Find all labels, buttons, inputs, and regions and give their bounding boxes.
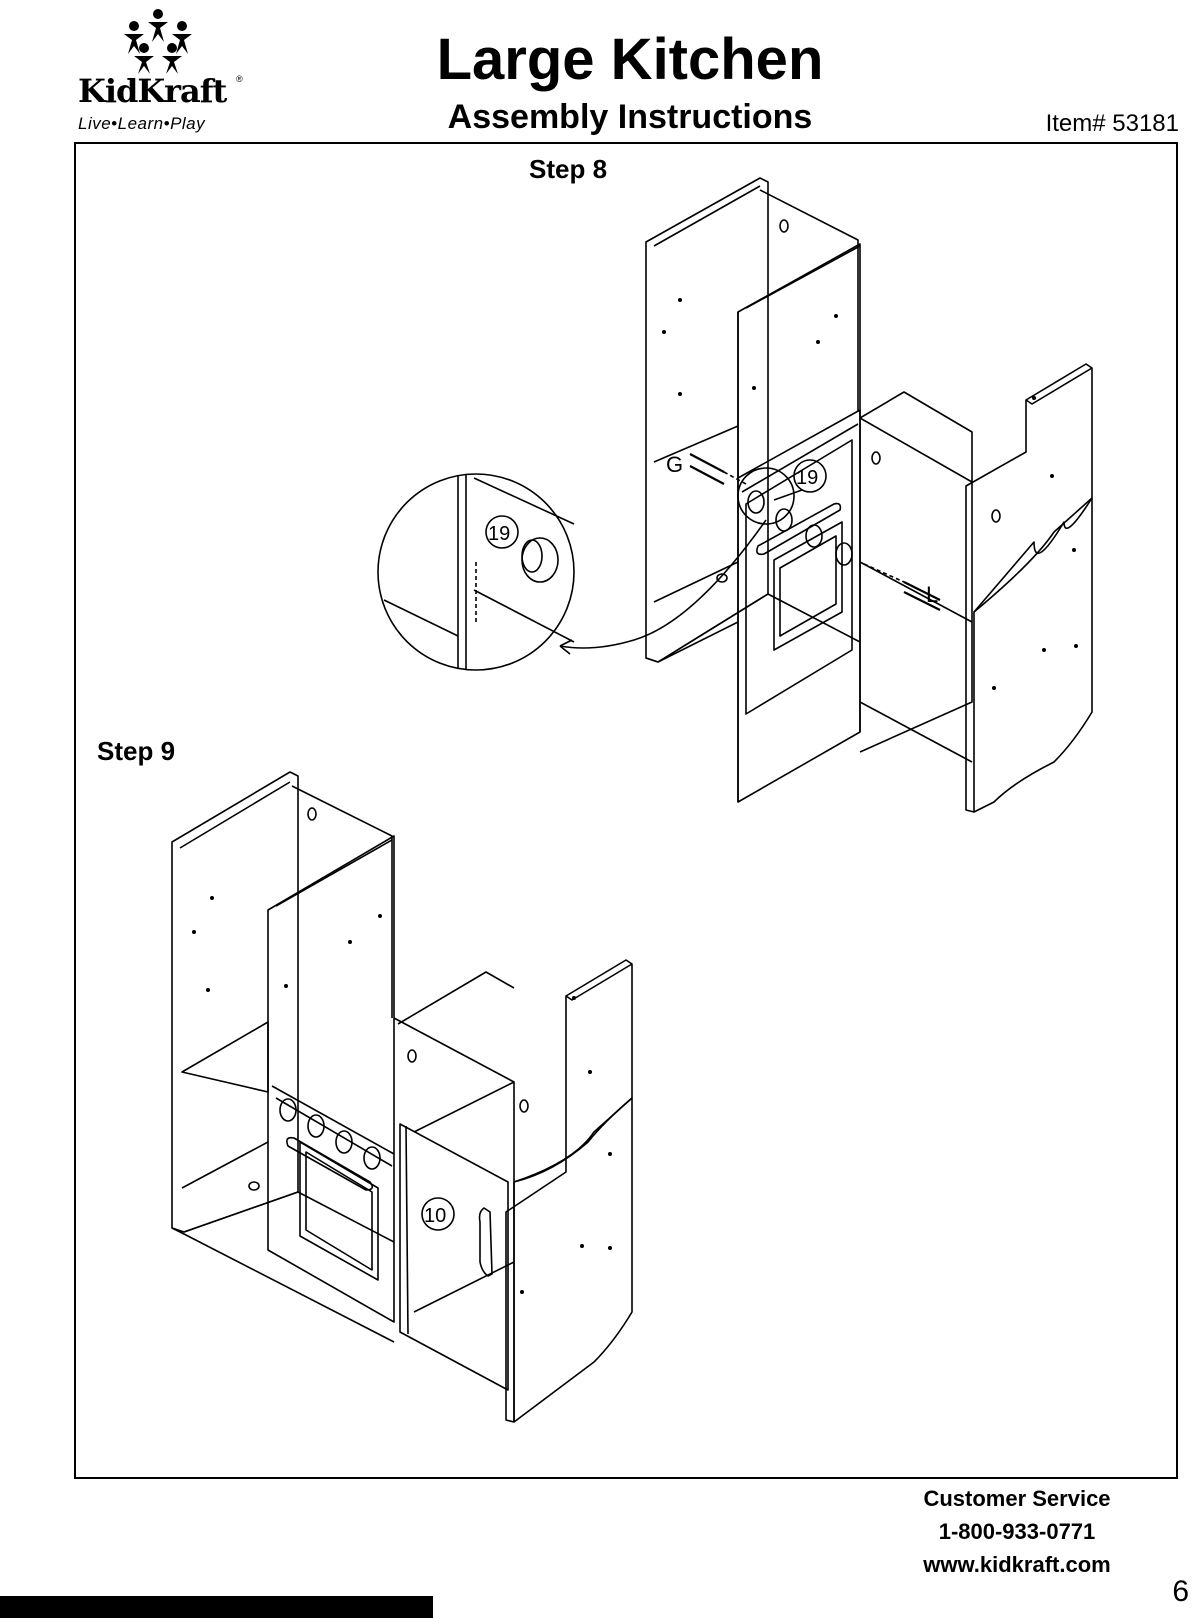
customer-service-heading: Customer Service <box>923 1486 1111 1511</box>
step8-part-callout: 19 <box>796 467 818 489</box>
customer-service-website: www.kidkraft.com <box>923 1552 1111 1577</box>
page-footer-bar <box>0 1596 433 1618</box>
brand-tagline: Live•Learn•Play <box>78 114 206 133</box>
step9-heading: Step 9 <box>97 736 176 766</box>
item-number: Item# 53181 <box>1045 110 1179 137</box>
hardware-g-label: G <box>666 452 683 477</box>
assembly-drawings: 19 19 G L 10 <box>171 177 1093 1423</box>
page-subtitle: Assembly Instructions <box>447 98 813 136</box>
brand-registered-mark: ® <box>236 74 243 84</box>
step9-part-callout: 10 <box>424 1205 446 1227</box>
customer-service-block: Customer Service 1-800-933-0771 www.kidk… <box>867 1482 1167 1581</box>
hardware-l-label: L <box>926 582 938 607</box>
step8-heading: Step 8 <box>529 154 608 184</box>
step9-kitchen-drawing <box>171 771 633 1423</box>
knob-icon <box>279 1098 381 1170</box>
page-number: 6 <box>1172 1575 1189 1608</box>
brand-name: KidKraft <box>78 72 227 110</box>
step8-detail-callout: 19 <box>488 523 510 545</box>
step8-kitchen-drawing <box>377 177 1093 813</box>
screw-icon <box>689 453 941 611</box>
kidkraft-logo-icon <box>124 9 192 74</box>
page-title: Large Kitchen <box>436 27 824 92</box>
knob-icon <box>747 490 853 566</box>
customer-service-phone: 1-800-933-0771 <box>938 1519 1096 1544</box>
instructions-frame <box>74 142 1178 1479</box>
